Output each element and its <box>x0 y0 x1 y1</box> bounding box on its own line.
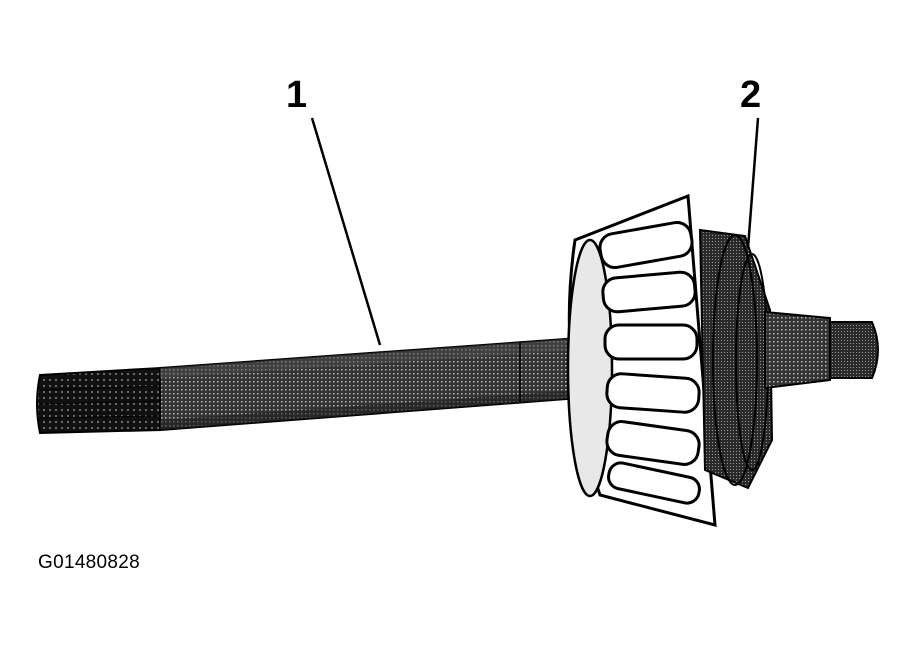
callout-2-leader <box>746 117 760 249</box>
bearing-races <box>698 228 774 490</box>
shaft-threaded-end <box>764 310 879 390</box>
callout-label-2: 2 <box>740 74 762 116</box>
callout-label-1: 1 <box>286 74 308 116</box>
shaft-body <box>159 336 581 432</box>
bearing-cage <box>566 193 717 527</box>
figure-id: G01480828 <box>38 552 141 573</box>
bearing-rollers <box>598 220 701 505</box>
callout-1-leader <box>310 117 382 346</box>
shaft-spline-end <box>36 366 161 435</box>
